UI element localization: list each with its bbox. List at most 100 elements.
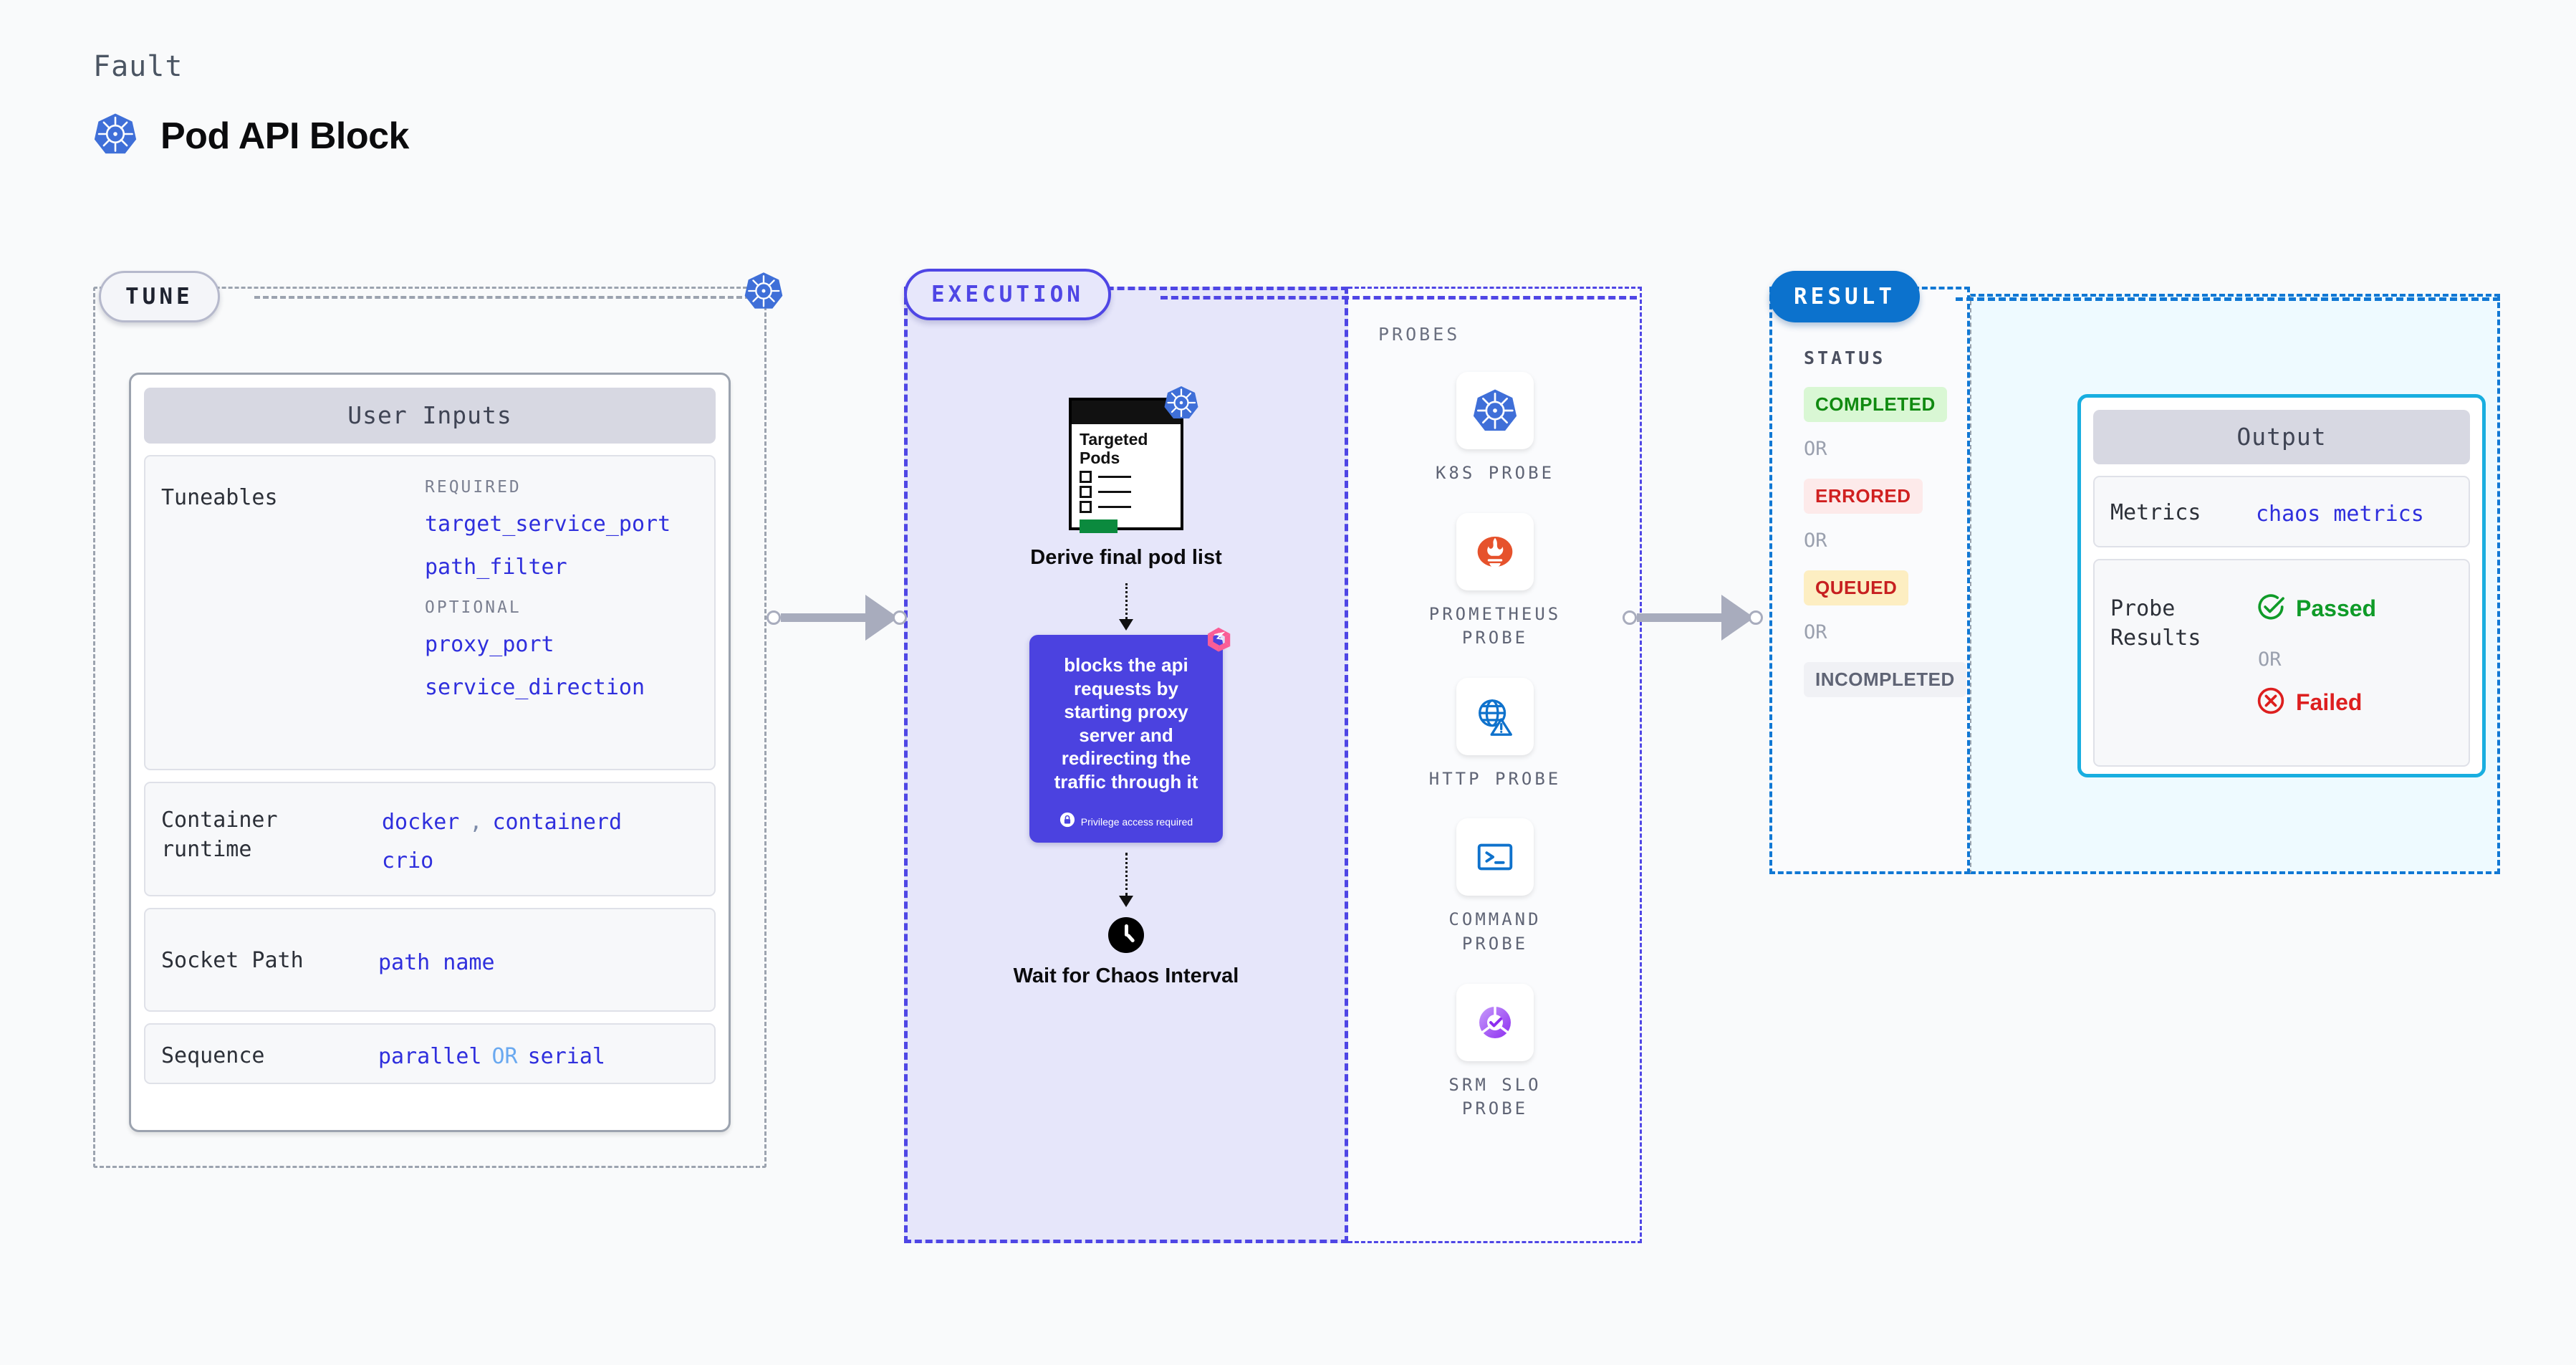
pod-line (1098, 505, 1131, 508)
connector-tune-to-execution (766, 595, 907, 641)
runtime-crio[interactable]: crio (382, 848, 434, 873)
tuneable-required-0[interactable]: target_service_port (425, 512, 671, 537)
check-circle-icon (2256, 592, 2286, 626)
probe-item-prometheus[interactable]: PROMETHEUS PROBE (1413, 512, 1577, 651)
flow-connector-line (1125, 583, 1128, 620)
sequence-serial[interactable]: serial (527, 1044, 605, 1069)
pod-line (1098, 475, 1131, 478)
prometheus-icon (1456, 512, 1534, 590)
probe-label: SRM SLO PROBE (1448, 1074, 1542, 1119)
user-inputs-card: User Inputs Tuneables REQUIRED target_se… (129, 373, 731, 1132)
fault-action-card: blocks the api requests by starting prox… (1029, 628, 1231, 843)
probe-results-label: Probe Results (2110, 596, 2201, 651)
tuneables-row: Tuneables REQUIRED target_service_port p… (144, 455, 716, 770)
probe-results-row: Probe Results Passed OR Failed (2093, 559, 2470, 767)
sequence-parallel[interactable]: parallel (378, 1044, 482, 1069)
probe-item-k8s[interactable]: K8S PROBE (1436, 372, 1554, 486)
pods-checkbox-row (1072, 483, 1181, 498)
probe-result-failed: Failed (2256, 686, 2362, 719)
metrics-label: Metrics (2110, 500, 2201, 525)
probe-label: HTTP PROBE (1428, 768, 1562, 789)
clock-icon (1108, 917, 1144, 954)
connector-end-dot (1749, 610, 1763, 625)
execution-badge-line (1160, 296, 1637, 300)
pods-card-topbar (1072, 401, 1181, 424)
tuneable-optional-1[interactable]: service_direction (425, 675, 645, 700)
probe-item-command[interactable]: COMMAND PROBE (1413, 818, 1577, 956)
litmus-chaos-icon (1204, 625, 1233, 657)
probe-label: K8S PROBE (1435, 463, 1555, 483)
socket-path-value[interactable]: path name (378, 950, 495, 975)
kubernetes-icon (1163, 385, 1199, 424)
tuneable-optional-0[interactable]: proxy_port (425, 632, 554, 657)
connector-bar (1637, 613, 1723, 622)
optional-label: OPTIONAL (425, 598, 522, 617)
output-title: Output (2093, 410, 2470, 464)
pods-checkbox-row (1072, 468, 1181, 483)
status-or: OR (1804, 530, 1827, 552)
passed-text: Passed (2296, 595, 2377, 621)
lock-icon (1059, 812, 1075, 831)
pods-progress-bar (1080, 519, 1118, 533)
sequence-row: Sequence parallel OR serial (144, 1023, 716, 1084)
checkbox-icon (1080, 485, 1092, 498)
sequence-or: OR (491, 1044, 518, 1069)
status-badge-queued: QUEUED (1804, 570, 1909, 605)
terminal-icon (1456, 818, 1534, 896)
runtime-sep: , (469, 810, 483, 835)
probe-label: PROMETHEUS PROBE (1428, 603, 1562, 648)
globe-warning-icon (1456, 677, 1534, 755)
runtime-docker[interactable]: docker (382, 810, 460, 835)
checkbox-icon (1080, 500, 1092, 513)
output-card: Output Metrics chaos metrics Probe Resul… (2077, 394, 2486, 777)
socket-path-row: Socket Path path name (144, 908, 716, 1012)
checkbox-icon (1080, 470, 1092, 483)
result-column: STATUS COMPLETED OR ERRORED OR QUEUED OR… (1769, 287, 1970, 697)
x-circle-icon (2256, 686, 2286, 719)
srm-slo-icon (1456, 983, 1534, 1061)
probe-item-srm-slo[interactable]: SRM SLO PROBE (1413, 983, 1577, 1121)
container-runtime-row: Container runtime docker , containerd cr… (144, 782, 716, 896)
kubernetes-icon (93, 112, 138, 160)
wait-interval-label: Wait for Chaos Interval (1013, 964, 1239, 988)
probe-item-http[interactable]: HTTP PROBE (1428, 677, 1562, 792)
fault-kicker: Fault (93, 50, 183, 83)
probes-column: PROBES K8S PROBE (1348, 287, 1642, 1121)
derive-pod-list-label: Derive final pod list (1030, 546, 1222, 569)
probe-result-passed: Passed (2256, 592, 2376, 626)
execution-badge[interactable]: EXECUTION (904, 269, 1111, 320)
tune-kubernetes-node-icon (744, 271, 784, 315)
metrics-row: Metrics chaos metrics (2093, 476, 2470, 547)
flow-arrow-icon (1119, 896, 1133, 908)
result-badge[interactable]: RESULT (1769, 271, 1920, 322)
title-row: Pod API Block (93, 112, 409, 160)
tuneable-required-1[interactable]: path_filter (425, 555, 567, 580)
socket-path-label: Socket Path (161, 948, 304, 973)
required-label: REQUIRED (425, 478, 522, 497)
pod-line (1098, 490, 1131, 493)
tune-badge[interactable]: TUNE (99, 271, 220, 322)
execution-column: Targeted Pods Derive final pod list (904, 287, 1348, 1243)
kubernetes-icon (1456, 372, 1534, 449)
failed-text: Failed (2296, 689, 2363, 715)
result-badge-line (1956, 297, 2500, 301)
targeted-pods-card: Targeted Pods (1069, 386, 1198, 533)
status-or: OR (1804, 621, 1827, 643)
status-heading: STATUS (1804, 348, 1886, 368)
container-runtime-label: Container runtime (161, 808, 278, 862)
fault-action-text: blocks the api requests by starting prox… (1054, 654, 1198, 792)
pods-card-title: Targeted Pods (1080, 430, 1148, 467)
status-or: OR (1804, 438, 1827, 460)
connector-start-dot (1623, 610, 1637, 625)
connector-end-dot (893, 610, 907, 625)
privilege-text: Privilege access required (1080, 815, 1193, 828)
runtime-containerd[interactable]: containerd (492, 810, 623, 835)
page-title: Pod API Block (160, 115, 409, 157)
flow-arrow-icon (1119, 619, 1133, 631)
probe-result-or: OR (2258, 648, 2282, 671)
metrics-value[interactable]: chaos metrics (2256, 502, 2424, 527)
status-badge-errored: ERRORED (1804, 479, 1923, 514)
probe-label: COMMAND PROBE (1448, 909, 1542, 954)
status-badge-completed: COMPLETED (1804, 387, 1947, 422)
user-inputs-title: User Inputs (144, 388, 716, 444)
